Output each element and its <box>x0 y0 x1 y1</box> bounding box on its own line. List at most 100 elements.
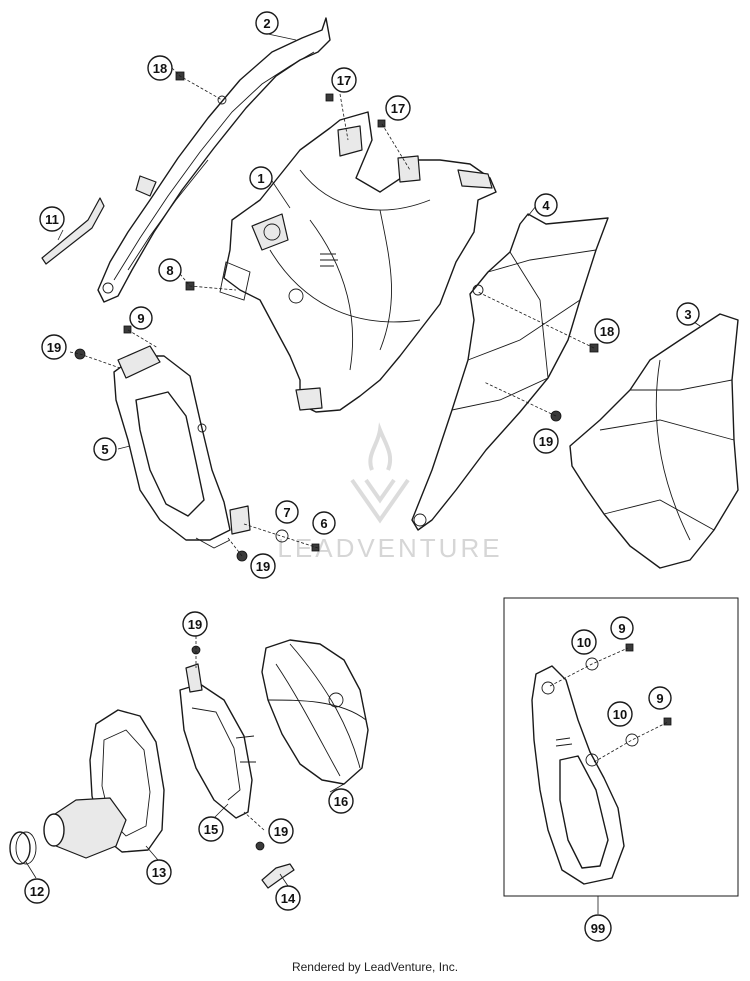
callout-17: 17 <box>331 67 357 93</box>
leader-5 <box>117 445 131 450</box>
clamp-band-front <box>9 831 31 865</box>
svg-text:5: 5 <box>101 442 108 457</box>
svg-text:19: 19 <box>274 824 288 839</box>
svg-text:12: 12 <box>30 884 44 899</box>
svg-text:6: 6 <box>320 516 327 531</box>
svg-text:19: 19 <box>256 559 270 574</box>
leader-14 <box>279 873 289 887</box>
housing-upper-right-mount <box>457 169 493 189</box>
frame-lower-edge <box>195 537 231 549</box>
cover-vertical-contour <box>655 359 691 541</box>
cover-shell-contour-1 <box>275 663 341 777</box>
svg-text:8: 8 <box>166 263 173 278</box>
leader-19e <box>243 811 265 831</box>
leader-2 <box>267 33 297 41</box>
callout-15: 15 <box>198 816 224 842</box>
leader-15 <box>213 803 229 819</box>
cover-shell-outline <box>261 639 369 785</box>
cover-shell-knob <box>328 692 344 708</box>
part-14-clip <box>261 863 295 889</box>
callout-14: 14 <box>275 885 301 911</box>
trim-contour <box>127 159 209 271</box>
part-11-decal <box>41 197 105 265</box>
leader-18b <box>477 291 595 349</box>
cage-inner-edge <box>191 707 241 801</box>
housing-port-hole <box>263 223 281 241</box>
bolt-17-left <box>325 93 334 102</box>
svg-text:7: 7 <box>283 505 290 520</box>
callout-5: 5 <box>93 437 117 461</box>
part-13-intake-boot <box>43 709 165 859</box>
cover-shell-contour-3 <box>267 699 367 721</box>
svg-text:18: 18 <box>600 324 614 339</box>
callout-11: 11 <box>39 206 65 232</box>
callout-12: 12 <box>24 878 50 904</box>
frame-side-hole <box>197 423 207 433</box>
svg-text:19: 19 <box>47 340 61 355</box>
callout-2: 2 <box>255 11 279 35</box>
trim-upper-hole <box>217 95 227 105</box>
leader-17a <box>339 93 349 141</box>
svg-text:4: 4 <box>542 198 550 213</box>
leader-kit-upper <box>549 647 629 687</box>
callout-8: 8 <box>158 258 182 282</box>
housing-side-bracket <box>219 261 251 301</box>
watermark-text: LEADVENTURE <box>277 533 502 563</box>
callout-17: 17 <box>385 95 411 121</box>
leader-19b <box>483 381 557 417</box>
panel-contour-2 <box>451 377 549 411</box>
leader-18a <box>171 67 223 101</box>
svg-text:16: 16 <box>334 794 348 809</box>
callout-19: 19 <box>182 611 208 637</box>
callout-6: 6 <box>312 511 336 535</box>
housing-embossed-text <box>320 253 338 267</box>
nut-19-cage-bottom <box>255 841 265 851</box>
part-15-filter-cage <box>179 663 256 819</box>
leader-1 <box>269 177 291 209</box>
washer-10-lower <box>625 733 639 747</box>
part-4-side-panel <box>411 213 609 531</box>
trim-inner-edge <box>113 51 315 281</box>
kit-bracket-hole-2 <box>585 753 599 767</box>
part-5-filter-frame <box>113 345 251 549</box>
panel-contour-1 <box>467 299 581 361</box>
callout-1: 1 <box>249 166 273 190</box>
leader-9a <box>127 329 159 349</box>
frame-inner-opening <box>135 391 205 517</box>
housing-lower-mount <box>295 387 323 411</box>
washer-7 <box>275 529 289 543</box>
callout-10: 10 <box>571 629 597 655</box>
housing-rib <box>379 209 392 351</box>
panel-contour-3 <box>487 249 597 273</box>
svg-text:14: 14 <box>281 891 296 906</box>
callout-19: 19 <box>41 334 67 360</box>
cover-contour-3 <box>603 499 715 531</box>
svg-text:9: 9 <box>656 691 663 706</box>
cover-shell-contour-2 <box>289 643 361 769</box>
frame-top-tab <box>117 345 161 379</box>
leader-19a <box>69 351 121 369</box>
panel-outline <box>411 213 609 531</box>
trim-clip <box>135 175 157 197</box>
svg-text:10: 10 <box>577 635 591 650</box>
svg-text:15: 15 <box>204 822 218 837</box>
cage-ribs <box>235 735 256 763</box>
watermark-logo <box>350 478 410 524</box>
callout-19: 19 <box>268 818 294 844</box>
housing-boss <box>288 288 304 304</box>
housing-tab-left <box>337 125 363 157</box>
housing-mid-contour <box>269 249 421 323</box>
panel-lower-hole <box>413 513 427 527</box>
part-16-filter-cover <box>261 639 369 785</box>
callout-3: 3 <box>676 302 700 326</box>
leader-8 <box>179 273 237 291</box>
callouts: 2 18 17 17 1 11 4 8 9 19 18 3 5 19 7 6 1… <box>24 11 700 942</box>
kit-frame <box>503 597 739 897</box>
svg-text:18: 18 <box>153 61 167 76</box>
part-1-airbox-housing <box>219 111 497 413</box>
part-3-side-cover <box>569 313 739 569</box>
callout-4: 4 <box>534 193 558 217</box>
svg-text:19: 19 <box>188 617 202 632</box>
cage-outline <box>179 683 253 819</box>
